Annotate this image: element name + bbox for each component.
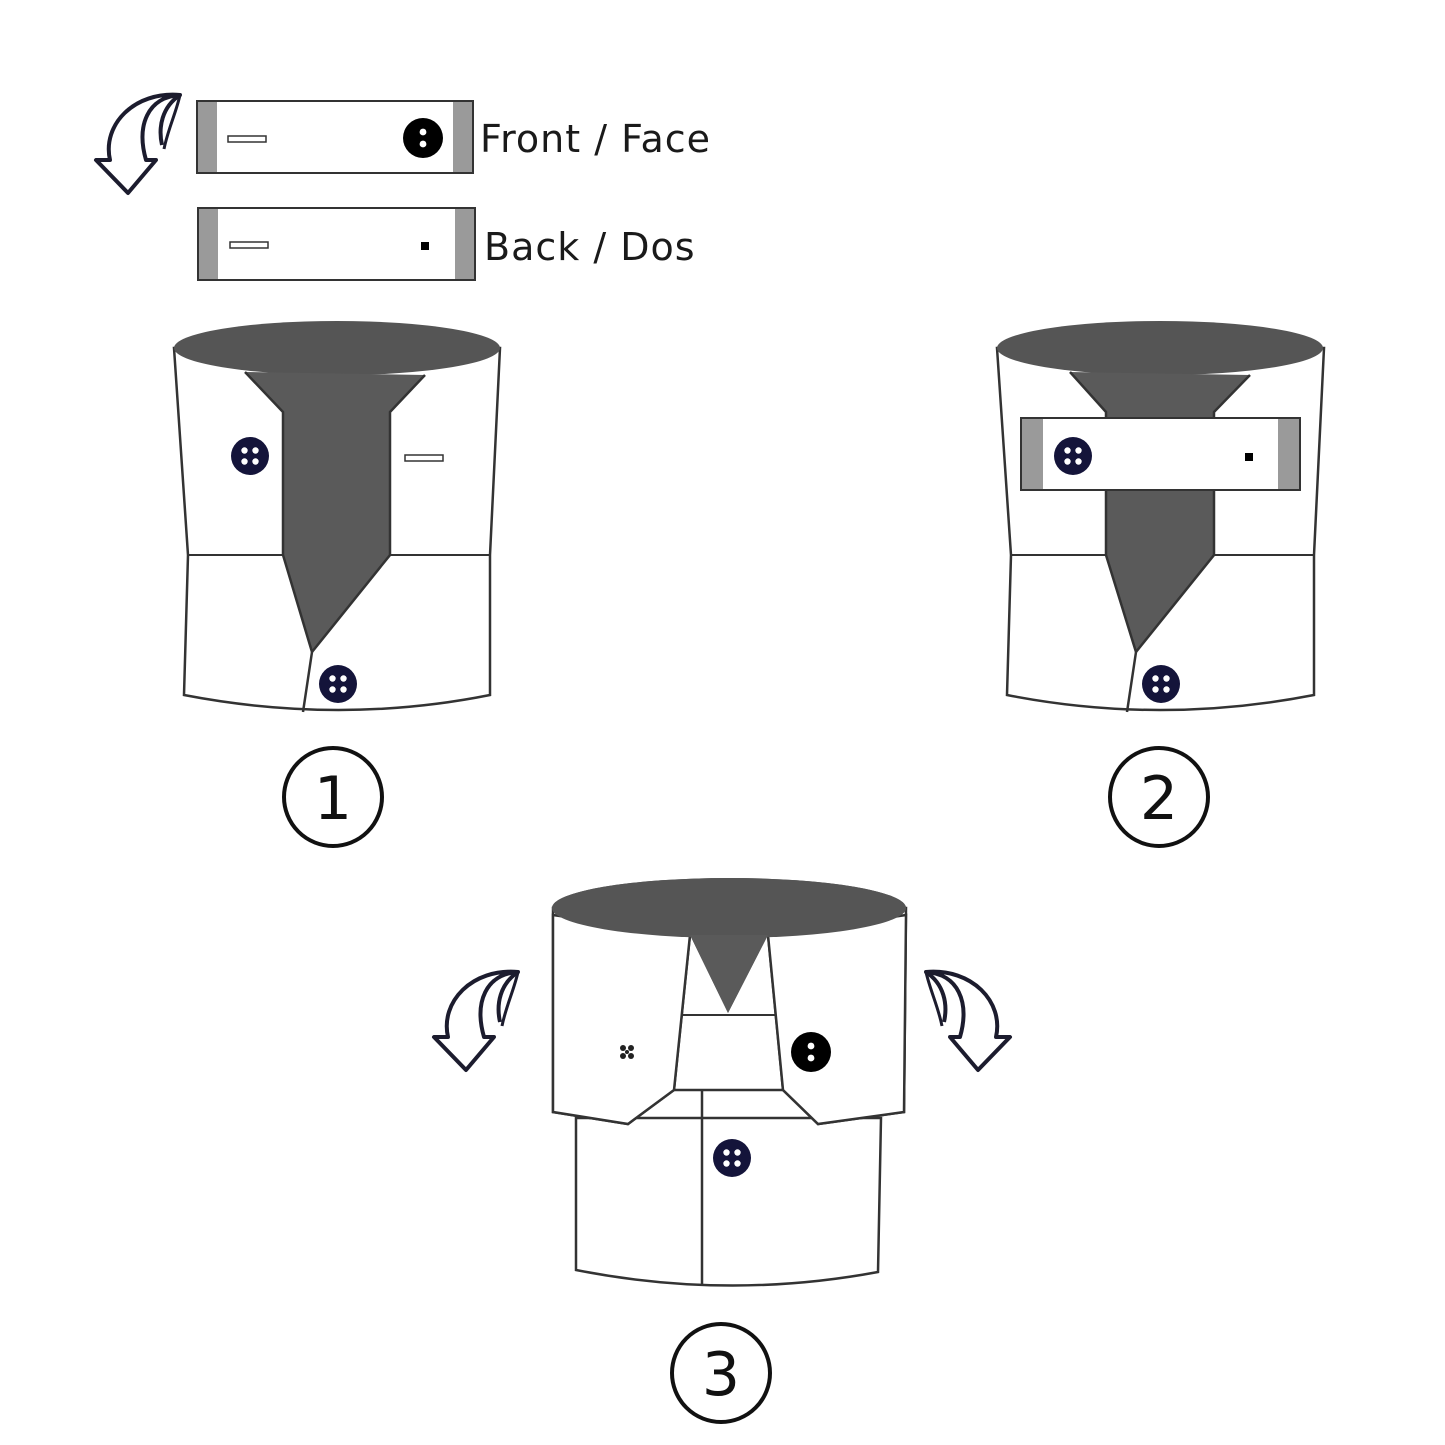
collar-stay-front bbox=[196, 100, 474, 174]
button-icon bbox=[791, 1032, 831, 1072]
step-3-number-text: 3 bbox=[702, 1340, 740, 1410]
step-3-number: 3 bbox=[670, 1322, 772, 1424]
back-dot bbox=[1245, 453, 1253, 461]
step-2-number: 2 bbox=[1108, 746, 1210, 848]
curved-arrow-down-left-icon bbox=[94, 92, 182, 195]
buttonhole-icon bbox=[620, 1045, 634, 1059]
step-1-illustration bbox=[172, 321, 502, 713]
button-icon bbox=[319, 665, 357, 703]
collar-stay-inserted bbox=[1020, 417, 1301, 491]
buttonhole-icon bbox=[404, 454, 444, 462]
button-icon bbox=[231, 437, 269, 475]
button-icon bbox=[403, 118, 443, 158]
buttonhole-icon bbox=[229, 241, 269, 249]
curved-arrow-down-right-icon bbox=[924, 969, 1012, 1072]
step-2-illustration bbox=[995, 321, 1326, 713]
back-label: Back / Dos bbox=[484, 225, 696, 269]
buttonhole-icon bbox=[227, 135, 267, 143]
step-1-number: 1 bbox=[282, 746, 384, 848]
step-2-number-text: 2 bbox=[1140, 764, 1178, 834]
curved-arrow-down-left-icon bbox=[432, 969, 520, 1072]
back-dot bbox=[421, 242, 429, 250]
front-label: Front / Face bbox=[480, 117, 711, 161]
collar-stay-back bbox=[197, 207, 476, 281]
legend: Front / Face Back / Dos bbox=[94, 92, 711, 281]
button-icon bbox=[1142, 665, 1180, 703]
button-icon bbox=[713, 1139, 751, 1177]
step-3-illustration bbox=[551, 878, 908, 1287]
step-1-number-text: 1 bbox=[314, 764, 352, 834]
button-icon bbox=[1054, 437, 1092, 475]
